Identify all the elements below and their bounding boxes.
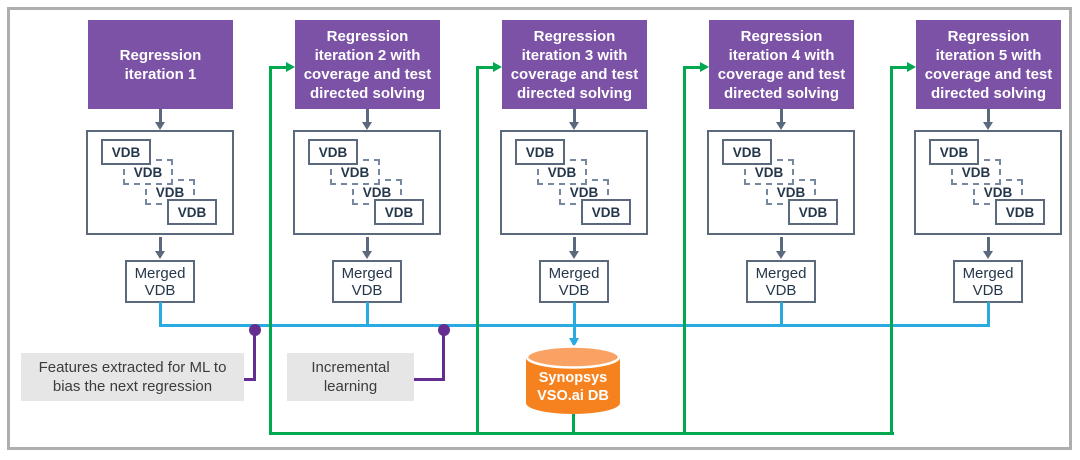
iteration-column-1: Regression iteration 1 VDB VDB VDB VDB M… [86, 0, 234, 460]
arrow-right-icon [907, 62, 916, 72]
arrow-down-icon [569, 338, 579, 347]
arrow-down-icon [155, 237, 166, 259]
cyan-connector-stub [159, 302, 162, 326]
db-to-feedback-connector [572, 413, 575, 434]
feedback-arrow-into-iteration-5 [891, 62, 916, 72]
arrow-down-icon [362, 237, 373, 259]
feedback-arrow-into-iteration-3 [477, 62, 502, 72]
feedback-riser-3 [683, 66, 686, 434]
iteration-header: Regression iteration 2 with coverage and… [295, 20, 440, 109]
iteration-column-5: Regression iteration 5 with coverage and… [914, 0, 1062, 460]
merged-vdb-box: Merged VDB [332, 260, 402, 303]
incremental-learning-note: Incremental learning [287, 353, 414, 401]
vdb-group-box: VDB VDB VDB VDB [500, 130, 648, 235]
arrow-down-icon [776, 237, 787, 259]
feedback-bus-line [269, 432, 894, 435]
arrow-down-icon [569, 109, 580, 130]
ml-tap-line-1 [242, 378, 256, 381]
vdb-box: VDB [995, 199, 1045, 225]
cyan-connector-stub [573, 302, 576, 326]
merged-vdb-box: Merged VDB [746, 260, 816, 303]
vdb-box: VDB [374, 199, 424, 225]
vdb-box: VDB [581, 199, 631, 225]
vdb-group-box: VDB VDB VDB VDB [86, 130, 234, 235]
vdb-box-dashed: VDB [330, 159, 380, 185]
arrow-down-icon [983, 237, 994, 259]
arrow-down-icon [155, 109, 166, 130]
vdb-group-box: VDB VDB VDB VDB [707, 130, 855, 235]
iteration-column-3: Regression iteration 3 with coverage and… [500, 0, 648, 460]
iteration-header: Regression iteration 5 with coverage and… [916, 20, 1061, 109]
ml-tap-line-1 [253, 329, 256, 380]
iteration-column-2: Regression iteration 2 with coverage and… [293, 0, 441, 460]
vdb-box: VDB [308, 139, 358, 165]
iteration-header: Regression iteration 1 [88, 20, 233, 109]
arrow-right-icon [286, 62, 295, 72]
vdb-box: VDB [167, 199, 217, 225]
feedback-arrow-into-iteration-2 [270, 62, 295, 72]
feedback-riser-2 [476, 66, 479, 434]
arrow-right-icon [493, 62, 502, 72]
ml-tap-line-2 [442, 329, 445, 380]
iteration-column-4: Regression iteration 4 with coverage and… [707, 0, 855, 460]
vdb-box: VDB [788, 199, 838, 225]
iteration-header: Regression iteration 4 with coverage and… [709, 20, 854, 109]
ml-tap-line-2 [412, 378, 445, 381]
merged-vdb-bus-line [159, 324, 990, 327]
merged-vdb-box: Merged VDB [953, 260, 1023, 303]
vdb-box: VDB [929, 139, 979, 165]
arrow-down-icon [362, 109, 373, 130]
feedback-arrow-into-iteration-4 [684, 62, 709, 72]
merged-vdb-box: Merged VDB [539, 260, 609, 303]
feedback-riser-1 [269, 66, 272, 434]
vdb-box: VDB [515, 139, 565, 165]
cyan-connector-stub [987, 302, 990, 326]
arrow-down-icon [983, 109, 994, 130]
cyan-connector-stub [366, 302, 369, 326]
cyan-connector-stub [780, 302, 783, 326]
database-cylinder-icon [526, 345, 620, 414]
feedback-riser-4 [890, 66, 893, 434]
database-label: Synopsys VSO.ai DB [537, 370, 609, 404]
vdb-group-box: VDB VDB VDB VDB [914, 130, 1062, 235]
vdb-box: VDB [101, 139, 151, 165]
arrow-down-icon [569, 237, 580, 259]
arrow-right-icon [700, 62, 709, 72]
vdb-group-box: VDB VDB VDB VDB [293, 130, 441, 235]
iteration-header: Regression iteration 3 with coverage and… [502, 20, 647, 109]
merged-vdb-box: Merged VDB [125, 260, 195, 303]
arrow-down-icon [776, 109, 787, 130]
vdb-box: VDB [722, 139, 772, 165]
features-extracted-note: Features extracted for ML to bias the ne… [21, 353, 244, 401]
bus-to-db-connector [573, 327, 576, 339]
